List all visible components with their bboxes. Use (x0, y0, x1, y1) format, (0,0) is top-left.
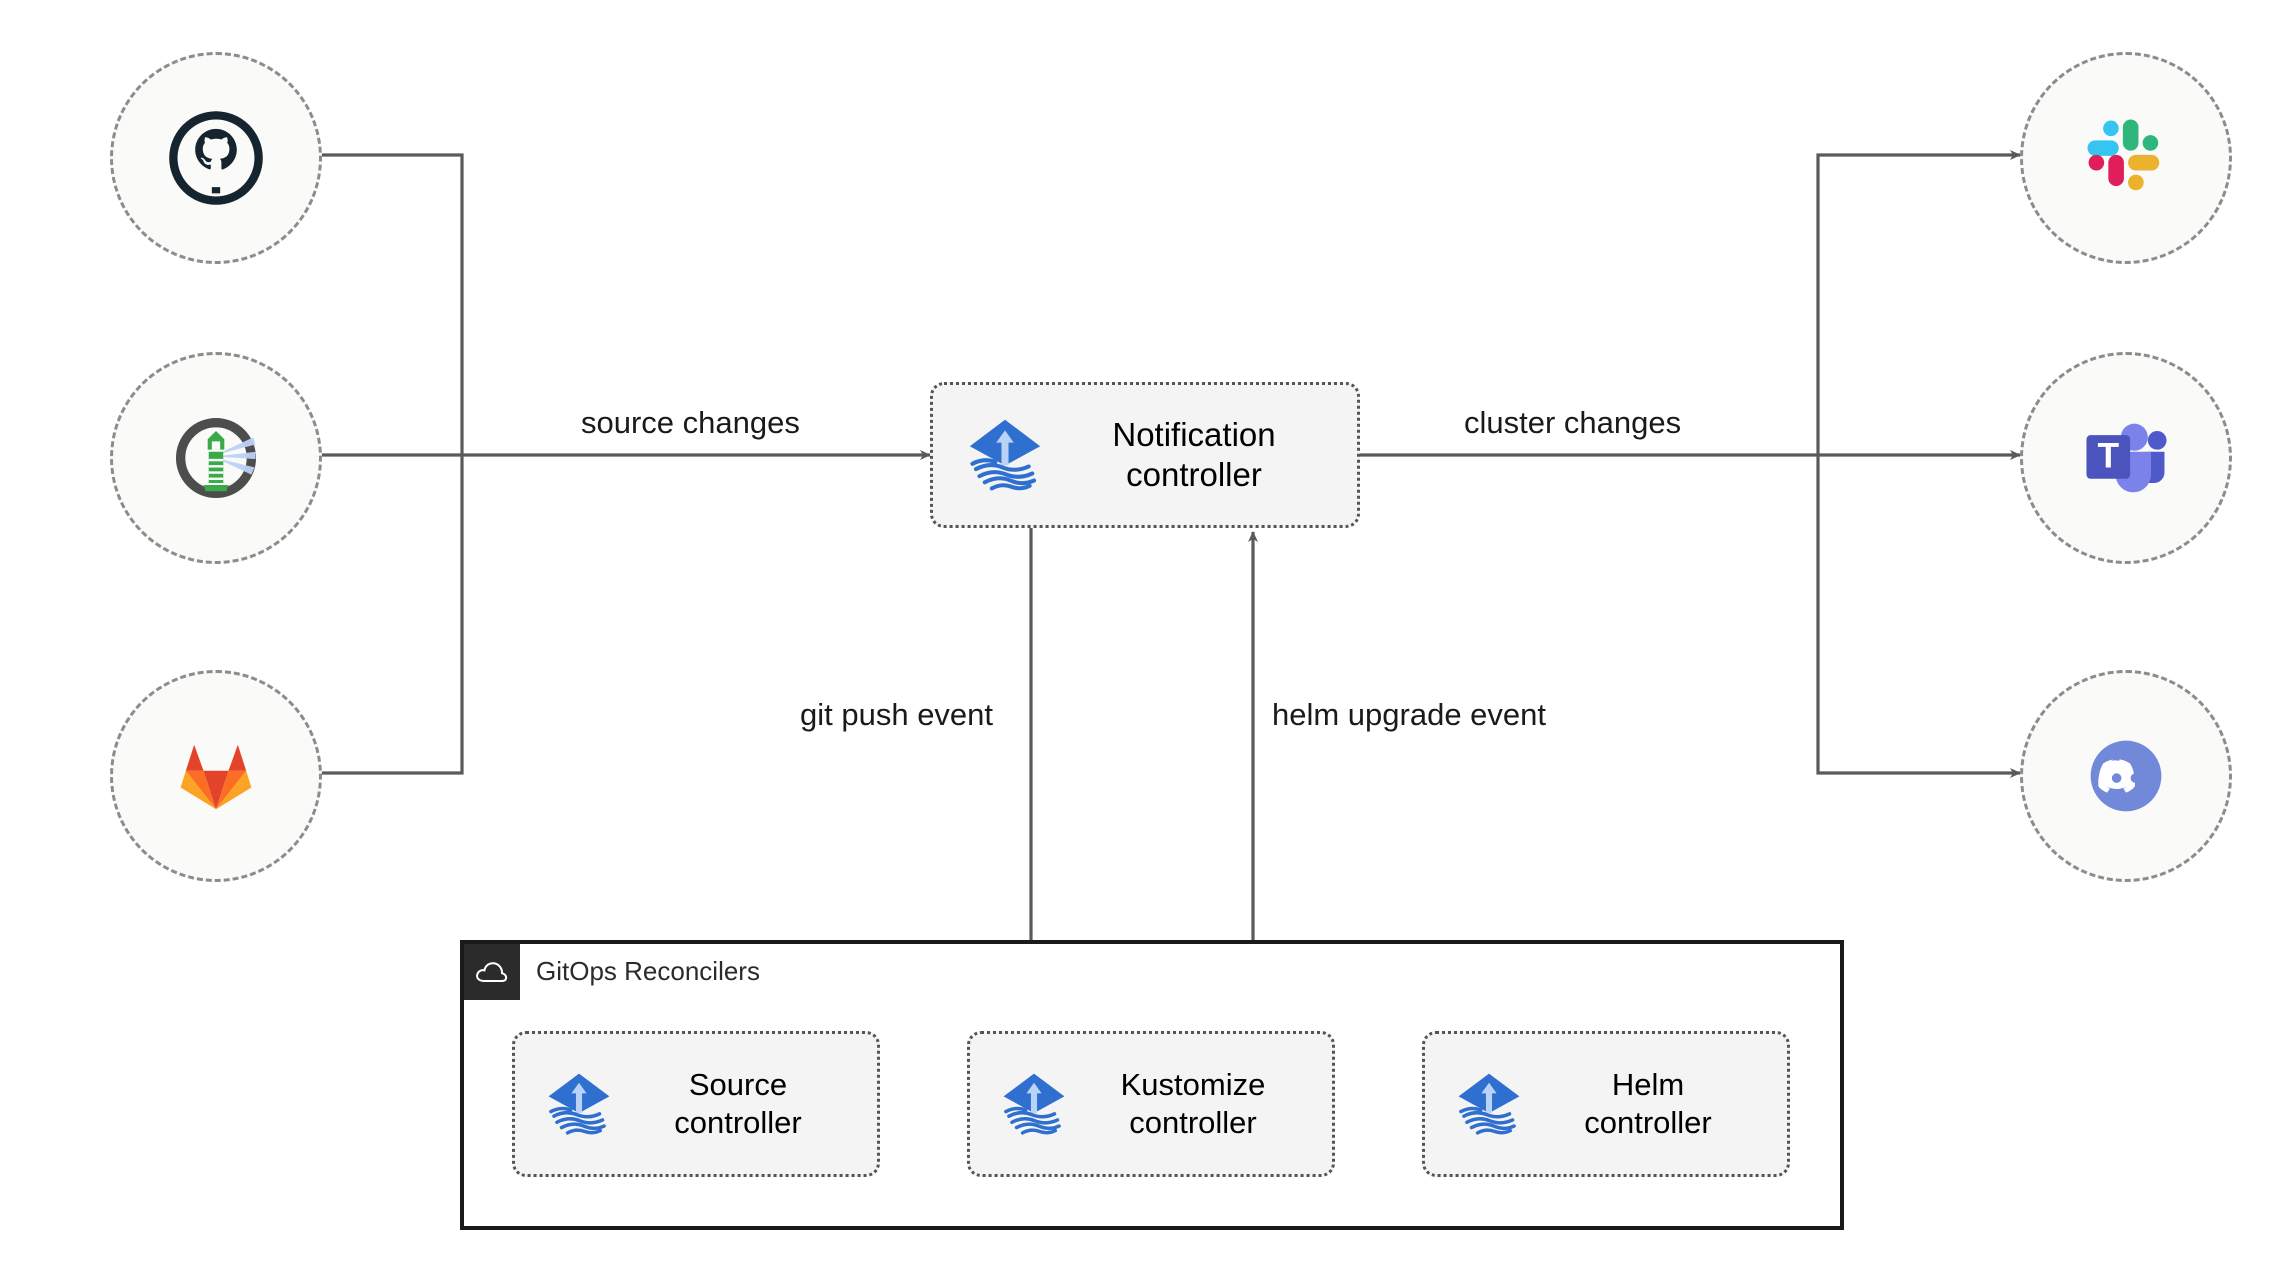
edge-bus-to-discord (1816, 455, 2021, 778)
source-controller-label: Source controller (674, 1067, 802, 1140)
edge-label-helm-upgrade-event: helm upgrade event (1272, 697, 1547, 732)
destination-endpoint-slack[interactable] (2020, 52, 2232, 264)
gitops-reconcilers-title: GitOps Reconcilers (536, 956, 760, 986)
gitlab-icon (180, 744, 252, 810)
ms-teams-icon: T (2086, 423, 2167, 493)
discord-icon (2090, 740, 2162, 812)
source-endpoint-gitlab[interactable] (110, 670, 322, 882)
destination-endpoint-discord[interactable] (2020, 670, 2232, 882)
kustomize-controller-label: Kustomize controller (1120, 1067, 1266, 1140)
cloud-icon (476, 962, 508, 982)
edge-label-source-changes: source changes (581, 405, 800, 440)
source-endpoint-github[interactable] (110, 52, 322, 264)
gitops-reconcilers-tab (464, 944, 520, 1000)
source-controller-node[interactable]: Source controller (512, 1031, 880, 1177)
helm-controller-label: Helm controller (1584, 1067, 1712, 1140)
flux-lighthouse-icon (175, 417, 257, 499)
flux-controller-icon (969, 419, 1041, 491)
slack-icon (2087, 119, 2160, 191)
helm-controller-node[interactable]: Helm controller (1422, 1031, 1790, 1177)
source-endpoint-flux[interactable] (110, 352, 322, 564)
flux-controller-icon (548, 1073, 610, 1135)
svg-text:T: T (2098, 436, 2120, 475)
flux-controller-icon (1458, 1073, 1520, 1135)
notification-controller-node[interactable]: Notification controller (930, 382, 1360, 528)
edge-label-git-push-event: git push event (800, 697, 994, 732)
flux-controller-icon (1003, 1073, 1065, 1135)
edge-bus-to-slack (1816, 150, 2021, 455)
destination-endpoint-teams[interactable]: T (2020, 352, 2232, 564)
kustomize-controller-node[interactable]: Kustomize controller (967, 1031, 1335, 1177)
edge-label-cluster-changes: cluster changes (1464, 405, 1682, 440)
notification-controller-label: Notification controller (1112, 415, 1276, 493)
github-icon (169, 111, 263, 205)
